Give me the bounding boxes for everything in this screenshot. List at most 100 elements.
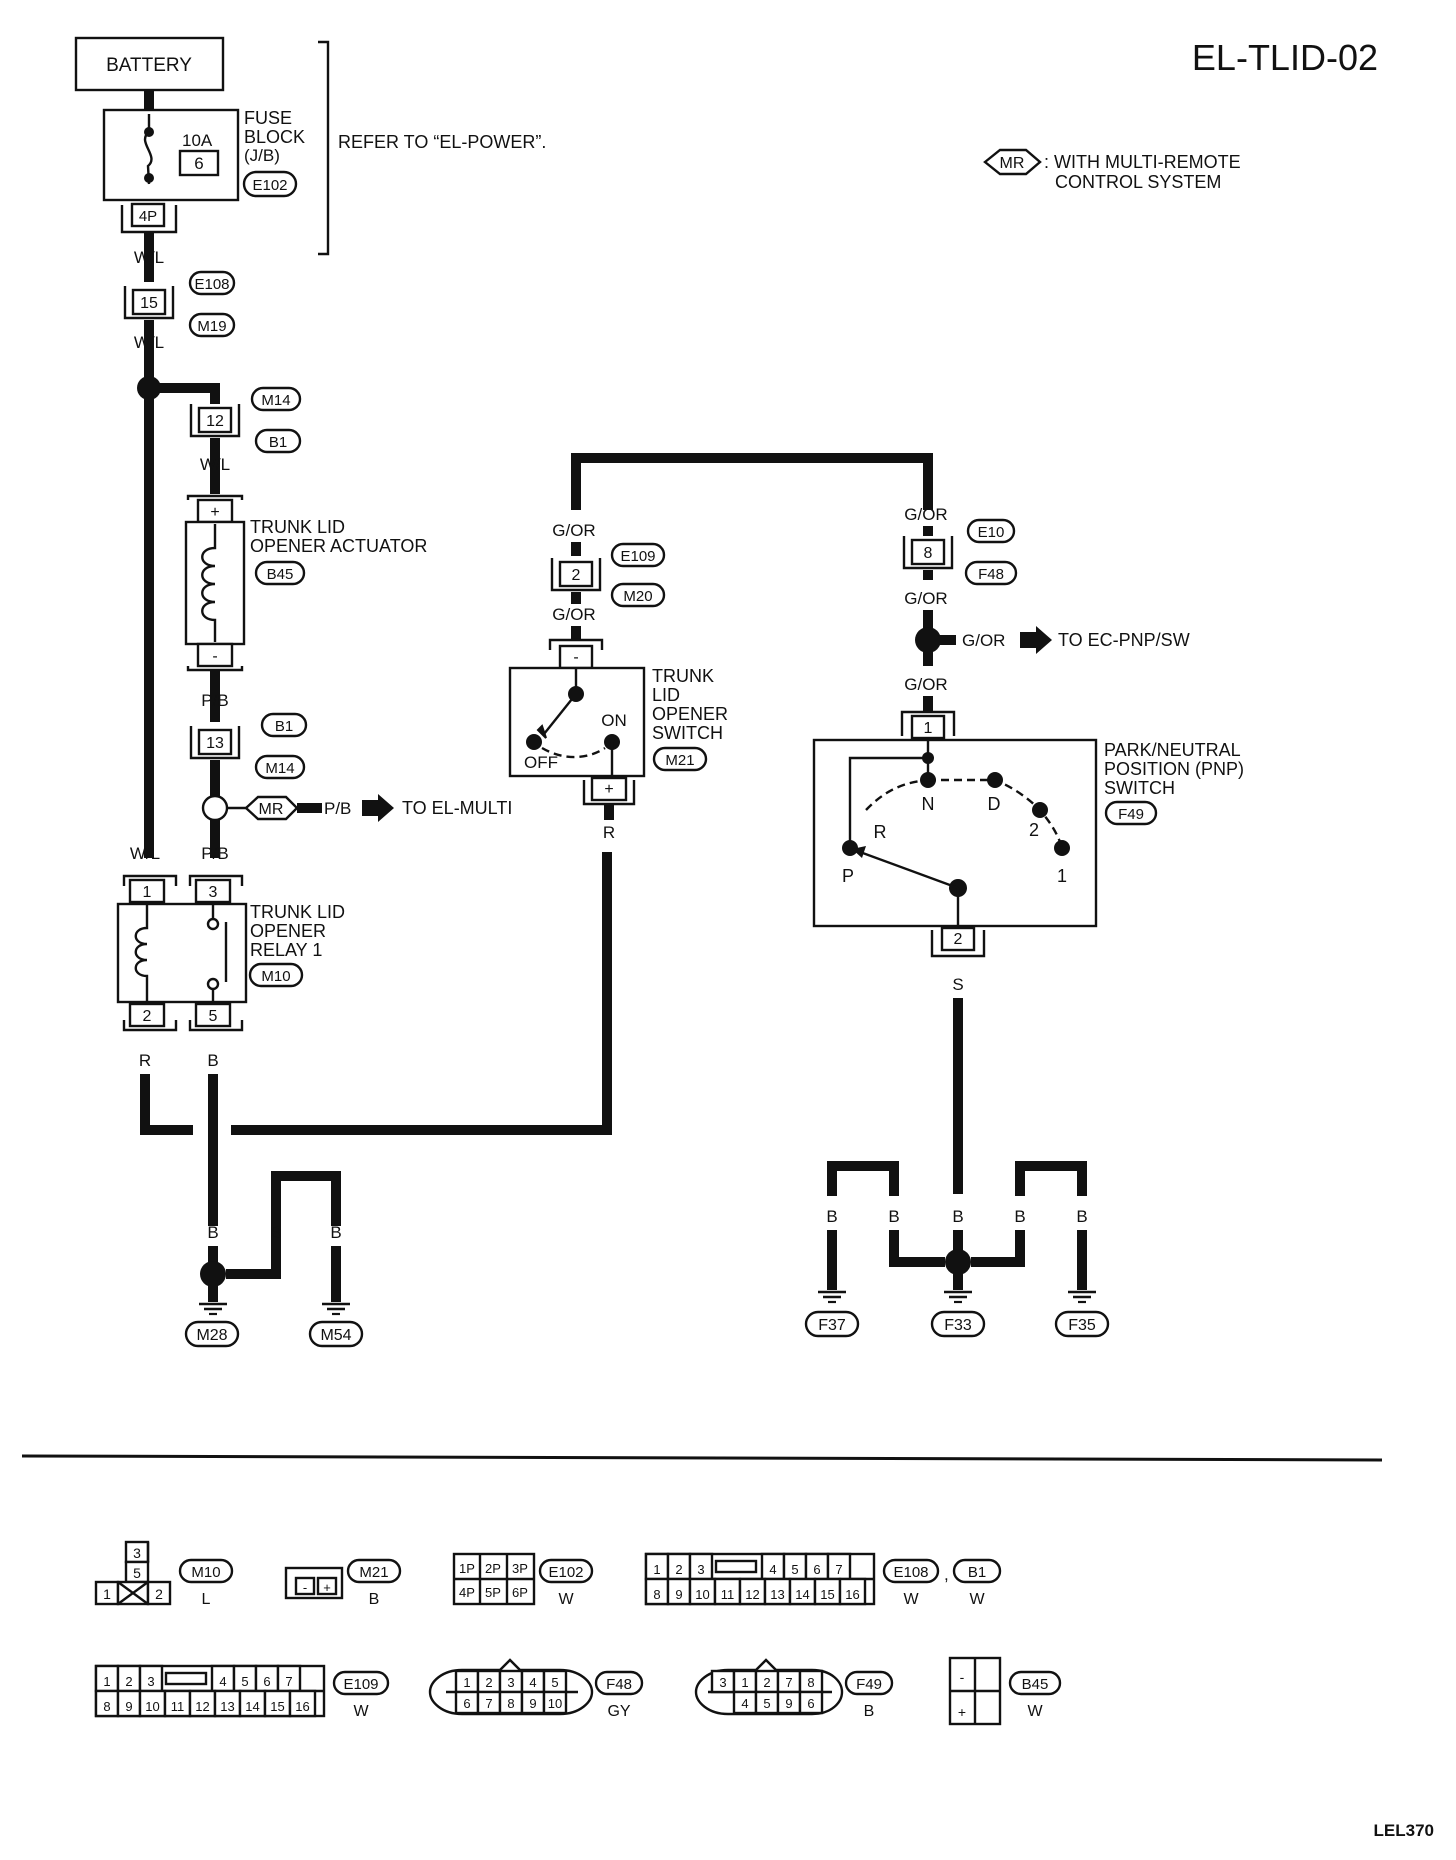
joint-e108-conn: E108 xyxy=(194,276,229,293)
e109-pin-16: 16 xyxy=(295,1699,309,1714)
e109-pin-12: 12 xyxy=(195,1699,209,1714)
relay-name-3: RELAY 1 xyxy=(250,940,322,960)
e108-id: E108 xyxy=(893,1564,928,1581)
m21-pin-plus: + xyxy=(323,1580,331,1595)
pnp-pos-2: 2 xyxy=(1029,820,1039,840)
f49-pin-8: 8 xyxy=(807,1675,814,1690)
wire-label-gor-1: G/OR xyxy=(552,521,595,540)
actuator-coil xyxy=(201,524,217,642)
f49-color: B xyxy=(864,1703,875,1720)
f49-pin-4: 4 xyxy=(741,1696,748,1711)
e109-pin-6: 6 xyxy=(263,1674,270,1689)
joint-m14-pin: 12 xyxy=(206,413,224,430)
section-divider xyxy=(21,1454,1383,1462)
f48-pin-1: 1 xyxy=(463,1675,470,1690)
joint-connector-e109: 2 xyxy=(550,556,602,592)
e108-pin-9: 9 xyxy=(675,1587,682,1602)
e109-pin-10: 10 xyxy=(145,1699,159,1714)
battery: BATTERY xyxy=(74,36,225,92)
e102-color: W xyxy=(558,1591,574,1608)
joint-connector-m14: 12 xyxy=(189,402,241,438)
e102-pin-4p: 4P xyxy=(459,1585,475,1600)
fuse-terminal-4p: 4P xyxy=(120,202,178,234)
ground-f37: F37 xyxy=(818,1317,846,1334)
b1-color: W xyxy=(969,1591,985,1608)
trunk-lid-opener-switch: - ON OFF + TRUNK LID OPENER SWITCH M21 xyxy=(508,638,728,806)
connector-face-b45: - + B45 W xyxy=(948,1656,1062,1726)
ground-f33: F33 xyxy=(944,1317,972,1334)
legend-text-2: CONTROL SYSTEM xyxy=(1055,172,1221,192)
actuator-plus: + xyxy=(210,504,219,521)
f49-pin-6: 6 xyxy=(807,1696,814,1711)
switch-name-1: TRUNK xyxy=(652,666,714,686)
trunk-lid-opener-relay-1: 1 3 2 5 TRUNK LID OPENER RELAY 1 M10 xyxy=(116,874,345,1032)
to-el-multi: MR P/B TO EL-MULTI xyxy=(227,794,512,822)
f48-pin-10-cell xyxy=(542,1690,568,1715)
relay-name-2: OPENER xyxy=(250,921,326,941)
e102-pin-5p: 5P xyxy=(485,1585,501,1600)
b45-id: B45 xyxy=(1022,1676,1049,1693)
e108-pin-14: 14 xyxy=(795,1587,809,1602)
pnp-name-2: POSITION (PNP) xyxy=(1104,759,1244,779)
f48-pin-4: 4 xyxy=(529,1675,536,1690)
m21-color: B xyxy=(369,1591,380,1608)
relay-pin-1: 1 xyxy=(143,884,152,901)
actuator-name-2: OPENER ACTUATOR xyxy=(250,536,427,556)
refer-el-power: REFER TO “EL-POWER”. xyxy=(338,132,546,152)
switch-name-2: LID xyxy=(652,685,680,705)
connector-face-m21: - + M21 B xyxy=(284,1558,402,1608)
ground-symbol-f35 xyxy=(1066,1290,1098,1304)
el-multi-text: TO EL-MULTI xyxy=(402,798,512,818)
fuse-amp: 10A xyxy=(182,131,213,150)
fuse-block-name-3: (J/B) xyxy=(244,146,280,165)
wire-label-b-6: B xyxy=(888,1207,899,1226)
f49-pin-7: 7 xyxy=(785,1675,792,1690)
wire-label-wl-3: W/L xyxy=(130,844,160,863)
wire-label-gor-4: G/OR xyxy=(904,589,947,608)
wire-label-b-9: B xyxy=(1076,1207,1087,1226)
joint-m20-conn: M20 xyxy=(623,588,652,605)
power-bracket xyxy=(318,40,330,256)
joint-e10-pin: 8 xyxy=(924,545,933,562)
m10-color: L xyxy=(202,1591,211,1608)
fuse-block-connector: E102 xyxy=(252,177,287,194)
b45-color: W xyxy=(1027,1703,1043,1720)
wire-label-b-2: B xyxy=(207,1223,218,1242)
splice-ground-left xyxy=(200,1261,226,1287)
e109-pin-13: 13 xyxy=(220,1699,234,1714)
m10-pin-5: 5 xyxy=(133,1565,141,1581)
e108-pin-14-cell xyxy=(788,1577,817,1606)
e108-latch xyxy=(714,1559,758,1574)
fuse-block-name-2: BLOCK xyxy=(244,127,305,147)
battery-label: BATTERY xyxy=(106,55,192,76)
joint-connector-e10: 8 xyxy=(902,534,954,570)
wire-label-b-5: B xyxy=(952,1207,963,1226)
legend-tag: MR xyxy=(1000,155,1025,172)
switch-name-4: SWITCH xyxy=(652,723,723,743)
switch-plus: + xyxy=(604,781,613,798)
actuator-connector: B45 xyxy=(267,566,294,583)
ground-f35: F35 xyxy=(1068,1317,1096,1334)
joint-e109-conn: E109 xyxy=(620,548,655,565)
wire-label-r-1: R xyxy=(139,1051,151,1070)
wire-label-s: S xyxy=(952,975,963,994)
e108-pin-15-cell xyxy=(813,1577,842,1606)
e109-pin-9: 9 xyxy=(125,1699,132,1714)
b45-pin-minus: - xyxy=(960,1669,965,1685)
relay-coil xyxy=(134,904,149,1002)
e102-pin-3p: 3P xyxy=(512,1561,528,1576)
ground-symbol-m54 xyxy=(320,1302,352,1316)
m10-id: M10 xyxy=(191,1564,220,1581)
e109-pin-15: 15 xyxy=(270,1699,284,1714)
m10-pin-1: 1 xyxy=(103,1586,111,1602)
wire-label-r-2: R xyxy=(603,823,615,842)
trunk-lid-opener-actuator: + - TRUNK LID OPENER ACTUATOR B45 xyxy=(184,494,427,672)
f48-pin-2: 2 xyxy=(485,1675,492,1690)
joint-m14-conn-2: M14 xyxy=(265,760,294,777)
e108-pin-8: 8 xyxy=(653,1587,660,1602)
